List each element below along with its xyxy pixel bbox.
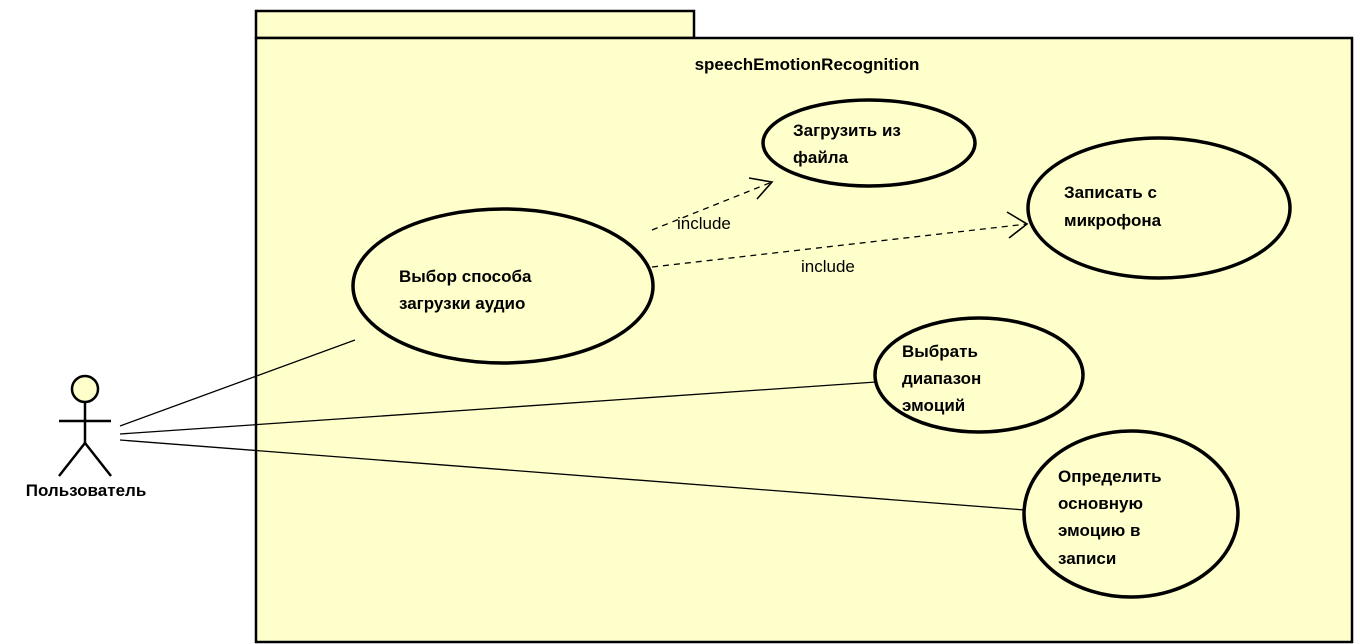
include-dependency-mic[interactable]: include: [651, 211, 1029, 276]
use-case-label: Записать с: [1064, 183, 1157, 202]
use-case-label: загрузки аудио: [399, 294, 525, 313]
arrowhead: [1006, 211, 1029, 239]
use-case-label: файла: [793, 148, 849, 167]
use-case-label: Загрузить из: [793, 121, 901, 140]
include-label-file: include: [677, 214, 731, 233]
use-case-label: диапазон: [902, 369, 981, 388]
use-case-label: эмоций: [902, 396, 965, 415]
actor-left-leg: [58, 442, 86, 477]
use-case-label: записи: [1058, 549, 1116, 568]
association-detect-emotion[interactable]: [119, 439, 1026, 511]
actor-name: Пользователь: [26, 481, 147, 500]
use-case-label: Выбор способа: [399, 267, 532, 286]
include-dependency-file[interactable]: include: [651, 177, 774, 233]
use-case-ellipse: [1022, 429, 1240, 599]
association-choose-range[interactable]: [119, 381, 877, 435]
association-choose-audio[interactable]: [119, 339, 356, 427]
package-tab: [254, 9, 696, 40]
use-case-ellipse: [1026, 136, 1292, 280]
use-case-ellipse: [873, 316, 1085, 434]
actor-right-leg: [84, 442, 112, 477]
use-case-label: эмоцию в: [1058, 521, 1141, 540]
include-label-mic: include: [801, 257, 855, 276]
use-case-label: Выбрать: [902, 342, 978, 361]
use-case-load-from-file[interactable]: Загрузить из файла: [761, 98, 977, 188]
use-case-label: Определить: [1058, 467, 1162, 486]
use-case-label: основную: [1058, 494, 1143, 513]
arrowhead: [748, 177, 774, 200]
use-case-ellipse: [761, 98, 977, 188]
actor-user[interactable]: Пользователь: [26, 374, 147, 500]
use-case-ellipse: [351, 207, 655, 365]
use-case-detect-main-emotion[interactable]: Определить основную эмоцию в записи: [1022, 429, 1240, 599]
use-case-label: микрофона: [1064, 211, 1162, 230]
use-case-choose-emotion-range[interactable]: Выбрать диапазон эмоций: [873, 316, 1085, 434]
package-title: speechEmotionRecognition: [695, 55, 920, 74]
use-case-choose-audio-method[interactable]: Выбор способа загрузки аудио: [351, 207, 655, 365]
actor-head-icon: [70, 374, 100, 404]
use-case-record-microphone[interactable]: Записать с микрофона: [1026, 136, 1292, 280]
